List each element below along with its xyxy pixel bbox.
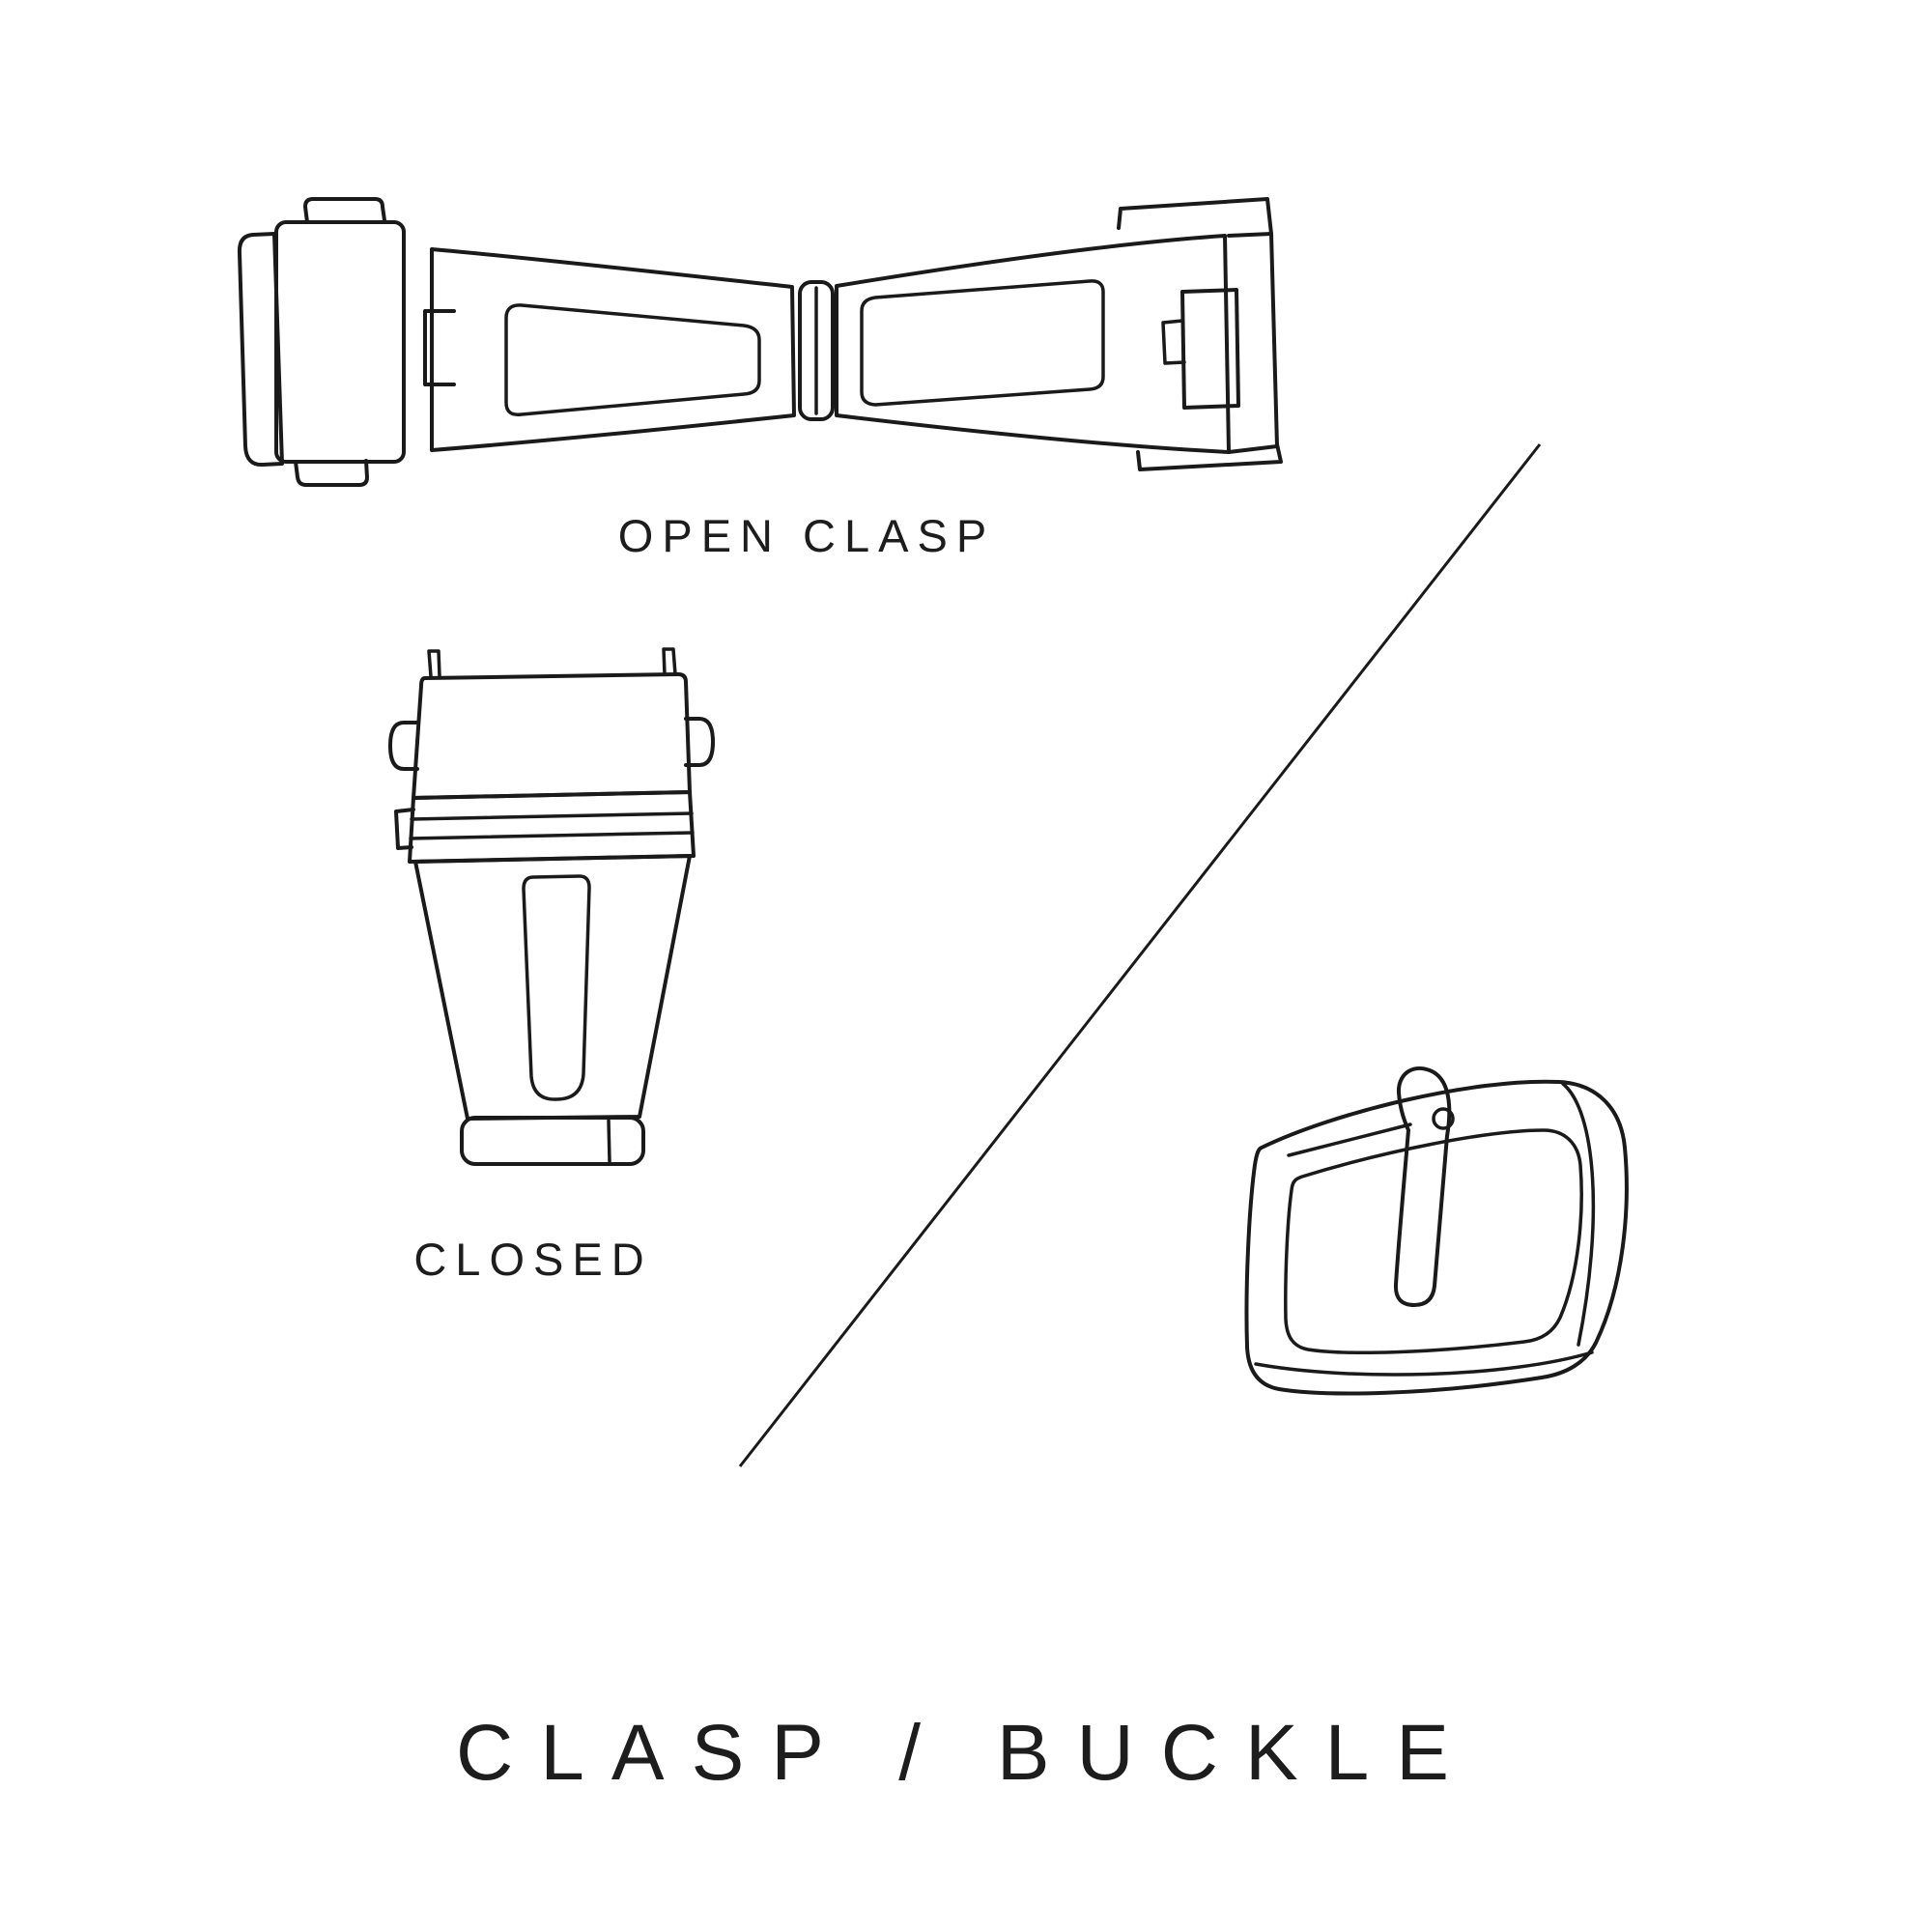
closed-clasp-illustration <box>388 647 715 1166</box>
open-clasp-label: OPEN CLASP <box>617 510 996 561</box>
closed-label: CLOSED <box>413 1234 653 1285</box>
diagram-title: CLASP / BUCKLE <box>456 1709 1476 1797</box>
buckle-illustration <box>1244 1066 1629 1396</box>
divider-line <box>738 443 1542 1467</box>
open-clasp-illustration <box>237 197 1283 487</box>
